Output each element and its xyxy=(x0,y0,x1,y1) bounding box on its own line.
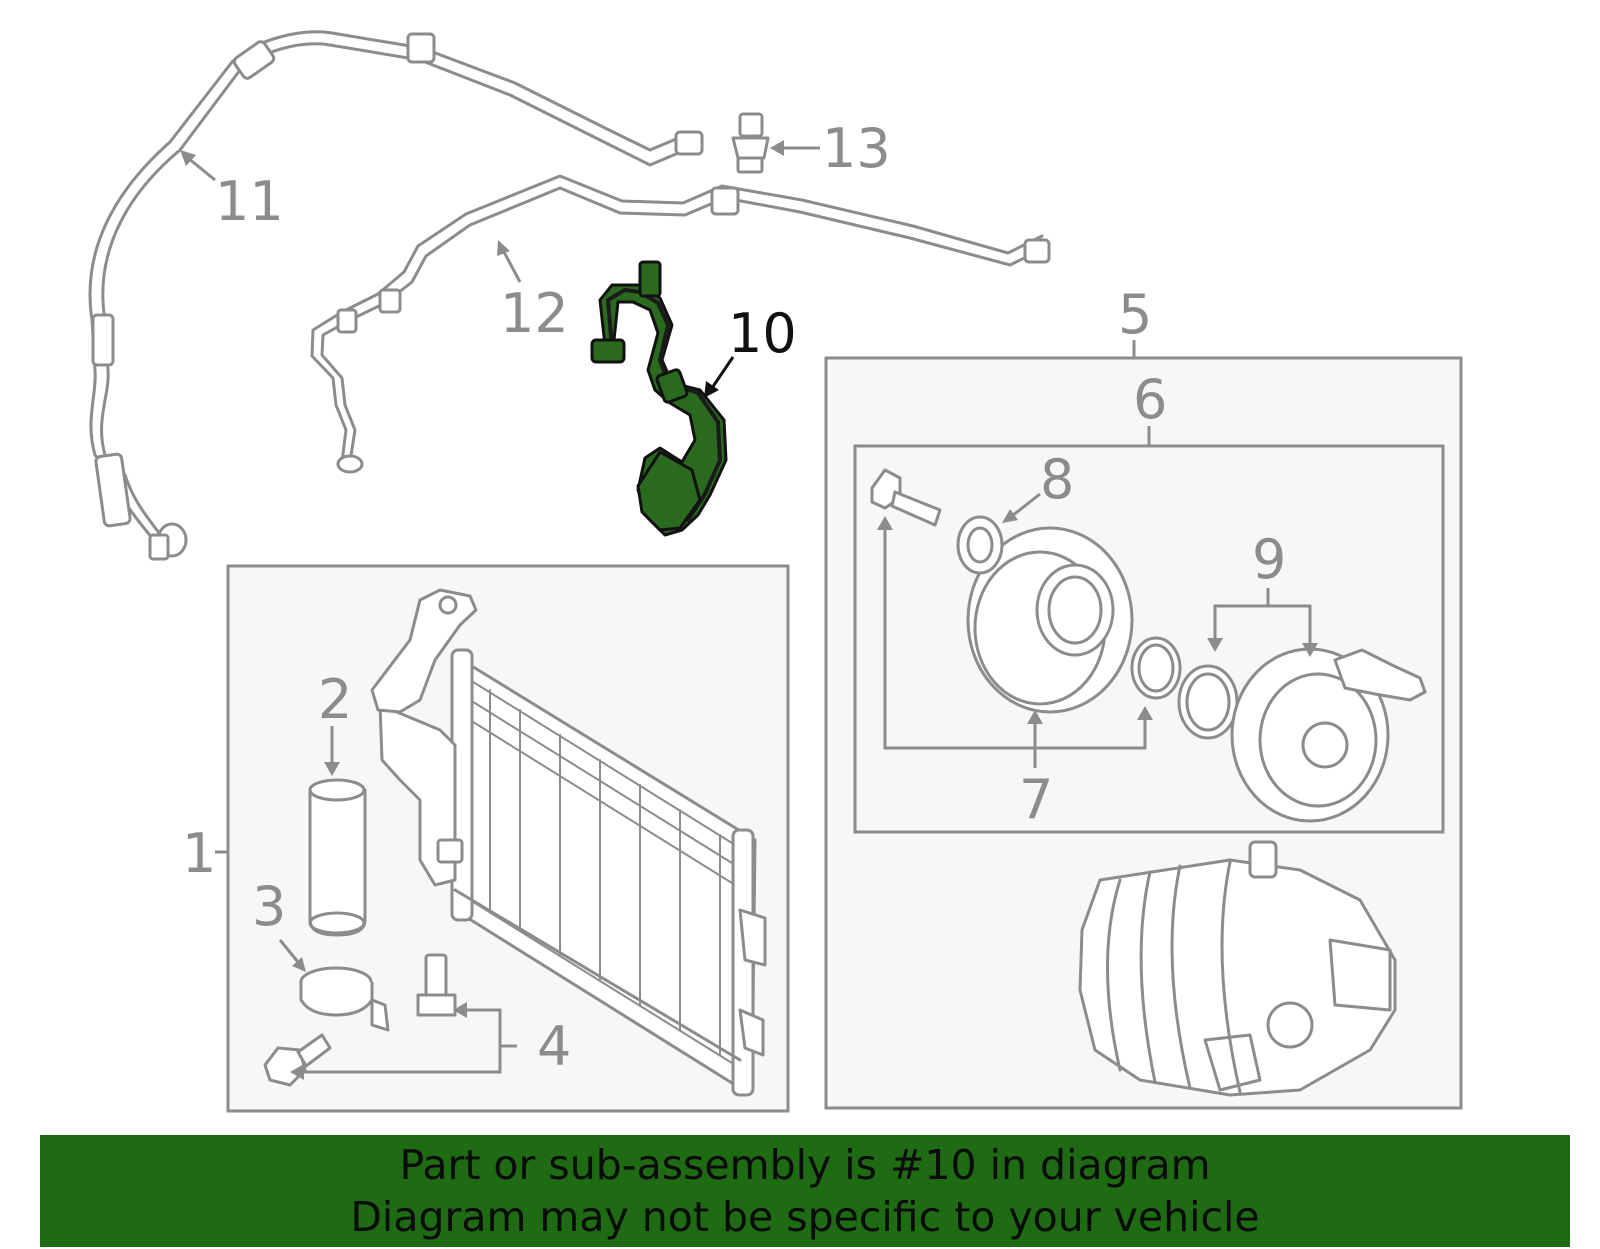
part-2-receiver-drier xyxy=(308,778,367,937)
part-8-shim xyxy=(956,515,1004,575)
callout-leaders xyxy=(180,140,1318,1080)
part-13-switch xyxy=(731,112,770,174)
part-3-bracket xyxy=(299,966,390,1032)
banner-line-1: Part or sub-assembly is #10 in diagram xyxy=(399,1141,1211,1189)
banner-line-2: Diagram may not be specific to your vehi… xyxy=(350,1193,1260,1241)
part-4-bolts xyxy=(263,953,457,1087)
compressor-body xyxy=(1078,840,1397,1097)
callout-12: 12 xyxy=(500,282,569,345)
callout-3: 3 xyxy=(252,875,286,938)
callout-11: 11 xyxy=(215,170,284,233)
callout-5: 5 xyxy=(1118,283,1152,346)
callout-1: 1 xyxy=(182,822,216,885)
callout-7: 7 xyxy=(1019,768,1053,831)
callout-9: 9 xyxy=(1252,528,1286,591)
info-banner: Part or sub-assembly is #10 in diagram D… xyxy=(40,1135,1570,1247)
callout-4: 4 xyxy=(537,1015,571,1078)
callout-13: 13 xyxy=(822,117,891,180)
condenser-assembly xyxy=(370,588,767,1097)
callout-8: 8 xyxy=(1040,448,1074,511)
callout-2: 2 xyxy=(318,668,352,731)
callout-6: 6 xyxy=(1133,368,1167,431)
part-10-hose-highlighted xyxy=(590,260,728,537)
part-9-coil-and-ring xyxy=(1177,647,1427,823)
part-11-hose xyxy=(88,30,704,561)
part-12-tube xyxy=(310,174,1051,474)
part-7-bolt-and-pulley xyxy=(870,468,1182,714)
callout-10: 10 xyxy=(728,302,797,365)
